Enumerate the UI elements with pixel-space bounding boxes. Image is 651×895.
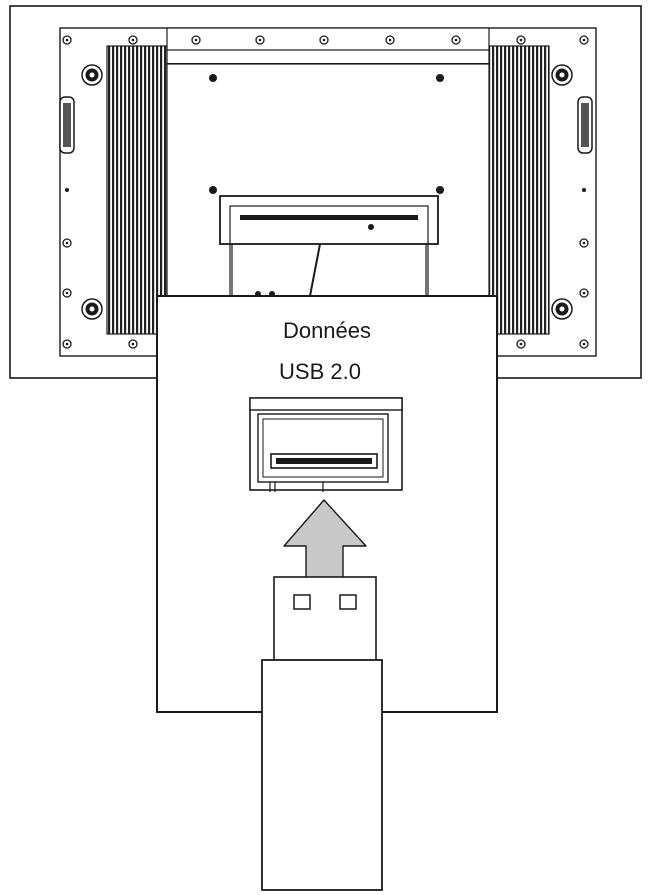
- left-heatsink: [106, 45, 168, 335]
- right-dsub-connector: [577, 96, 593, 154]
- usb-plug-hole-right: [339, 594, 357, 610]
- monitor-rear-panel: [9, 5, 642, 379]
- usb-plug-hole-left: [293, 594, 311, 610]
- usb-plug-icon: [261, 576, 383, 891]
- left-dsub-connector: [59, 96, 75, 154]
- right-heatsink: [488, 45, 550, 335]
- usb-plug-connector: [273, 576, 377, 662]
- callout-title-line1: Données: [283, 318, 371, 343]
- usb-plug-body: [261, 659, 383, 891]
- callout-title-line2: USB 2.0: [279, 359, 361, 384]
- side-screws: [62, 188, 589, 298]
- usb-port-icon: [249, 397, 403, 492]
